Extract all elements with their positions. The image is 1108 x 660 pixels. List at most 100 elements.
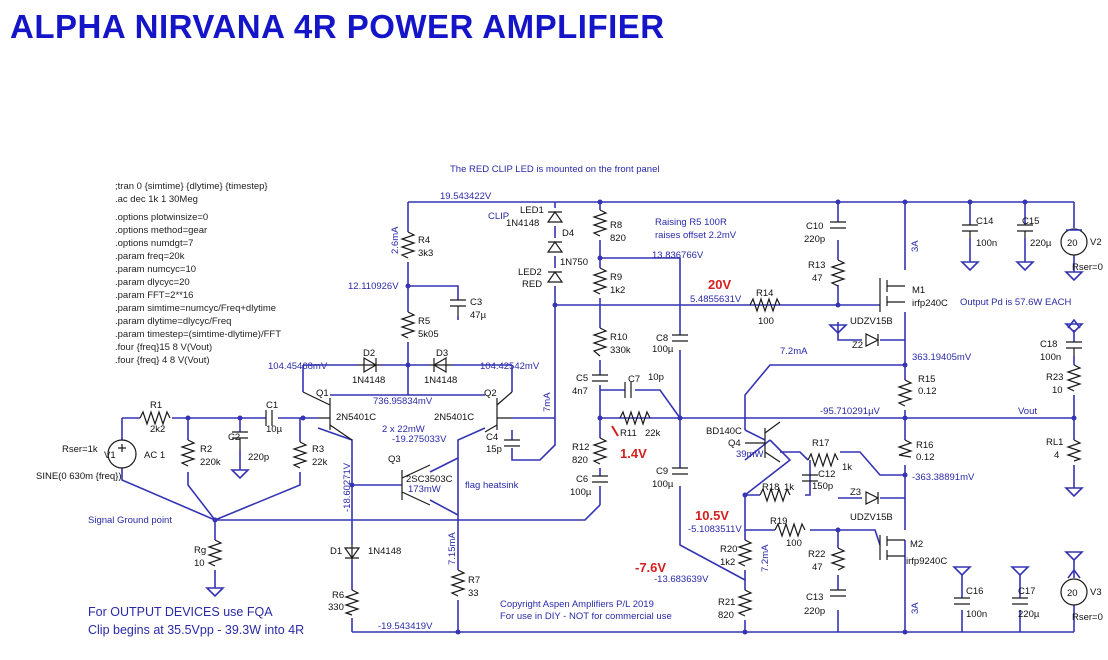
q3-body bbox=[401, 464, 431, 506]
value-c2: 220p bbox=[248, 452, 269, 463]
directive: .options numdgt=7 bbox=[115, 238, 193, 249]
r2-resistor bbox=[180, 439, 196, 467]
v-node: -363.38891mV bbox=[912, 472, 975, 483]
r3-resistor bbox=[292, 441, 308, 469]
c12-capacitor bbox=[802, 474, 818, 482]
value-r13: 47 bbox=[812, 273, 823, 284]
r15-resistor bbox=[897, 379, 913, 407]
r22-resistor bbox=[830, 547, 846, 571]
v-node: -5.1083511V bbox=[688, 524, 742, 535]
value-r10: 330k bbox=[610, 345, 631, 356]
label-c16: C16 bbox=[966, 586, 983, 597]
annotation-10-5v: 10.5V bbox=[695, 508, 729, 523]
note-red-clip: The RED CLIP LED is mounted on the front… bbox=[450, 164, 659, 175]
v2-source bbox=[1060, 228, 1088, 256]
r6-resistor bbox=[344, 589, 360, 616]
c13-capacitor bbox=[830, 589, 846, 597]
value-r17: 1k bbox=[842, 462, 852, 473]
label-led1: LED1 bbox=[520, 205, 544, 216]
note-output-devices: For OUTPUT DEVICES use FQA bbox=[88, 605, 273, 619]
node-vout: Vout bbox=[1018, 406, 1037, 417]
r1-resistor bbox=[139, 410, 171, 426]
label-c4: C4 bbox=[486, 432, 498, 443]
c5-capacitor bbox=[592, 374, 608, 382]
label-c10: C10 bbox=[806, 221, 823, 232]
label-d1: D1 bbox=[330, 546, 342, 557]
v1-source bbox=[107, 439, 137, 469]
i-label: 2.6mA bbox=[390, 226, 401, 254]
label-r14: R14 bbox=[756, 288, 773, 299]
value-q1: 2N5401C bbox=[336, 412, 376, 423]
value-r3: 22k bbox=[312, 457, 328, 468]
label-v2: V2 bbox=[1090, 237, 1102, 248]
value-c12: 150p bbox=[812, 481, 833, 492]
sine-v1: SINE(0 630m {freq}) bbox=[36, 471, 122, 482]
note-output-pd: Output Pd is 57.6W EACH bbox=[960, 297, 1072, 308]
annotation-neg7-6v: -7.6V bbox=[635, 560, 666, 575]
value-c18: 100n bbox=[1040, 352, 1061, 363]
c17-capacitor bbox=[1012, 597, 1028, 605]
label-r8: R8 bbox=[610, 220, 622, 231]
label-r22: R22 bbox=[808, 549, 825, 560]
wires bbox=[121, 201, 1075, 633]
value-led2: RED bbox=[522, 279, 542, 290]
rser-v2: Rser=0 bbox=[1072, 262, 1103, 273]
value-r11: 22k bbox=[645, 428, 661, 439]
note-flag-heatsink: flag heatsink bbox=[465, 480, 519, 491]
label-c15: C15 bbox=[1022, 216, 1039, 227]
label-m1: M1 bbox=[912, 285, 925, 296]
value-r23: 10 bbox=[1052, 385, 1063, 396]
directive: .options method=gear bbox=[115, 225, 207, 236]
directive: .param timestep=(simtime-dlytime)/FFT bbox=[115, 329, 281, 340]
value-rl1: 4 bbox=[1054, 450, 1059, 461]
value-d4: 1N750 bbox=[560, 257, 588, 268]
note-diy: For use in DIY - NOT for commercial use bbox=[500, 611, 672, 622]
value-q4: BD140C bbox=[706, 426, 742, 437]
r17-resistor bbox=[807, 452, 839, 468]
v-node: -13.683639V bbox=[654, 574, 709, 585]
directive: .param freq=20k bbox=[115, 251, 185, 262]
value-v3: 20 bbox=[1067, 588, 1078, 599]
value-m2: irfp9240C bbox=[906, 556, 947, 567]
annotation-1-4v: 1.4V bbox=[620, 446, 647, 461]
value-m1: irfp240C bbox=[912, 298, 948, 309]
v-node: -95.710291µV bbox=[820, 406, 881, 417]
r4-resistor bbox=[400, 231, 416, 259]
r14-resistor bbox=[749, 297, 781, 313]
r23-resistor bbox=[1066, 364, 1082, 392]
resistors bbox=[139, 209, 1082, 617]
r21-resistor bbox=[737, 589, 753, 617]
value-c6: 100µ bbox=[570, 487, 592, 498]
note-raising-r5-2: raises offset 2.2mV bbox=[655, 230, 737, 241]
r8-resistor bbox=[592, 209, 608, 237]
r7-resistor bbox=[450, 569, 466, 597]
value-v2: 20 bbox=[1067, 238, 1078, 249]
label-c8: C8 bbox=[656, 333, 668, 344]
component-labels: R1 2k2 R2 220k R3 22k C1 10µ C2 220p V1 … bbox=[36, 205, 1103, 623]
note-clip-begins: Clip begins at 35.5Vpp - 39.3W into 4R bbox=[88, 623, 304, 637]
transistors bbox=[302, 278, 905, 560]
note-signal-ground: Signal Ground point bbox=[88, 515, 172, 526]
label-r5: R5 bbox=[418, 316, 430, 327]
i-label: 3A bbox=[910, 602, 921, 614]
v-node: 13.836766V bbox=[652, 250, 704, 261]
value-c4: 15p bbox=[486, 444, 502, 455]
c15-capacitor bbox=[1017, 224, 1033, 238]
directive: .options plotwinsize=0 bbox=[115, 212, 208, 223]
label-c3: C3 bbox=[470, 297, 482, 308]
value-z3: UDZV15B bbox=[850, 512, 893, 523]
label-r15: R15 bbox=[918, 374, 935, 385]
value-c17: 220µ bbox=[1018, 609, 1040, 620]
label-c5: C5 bbox=[576, 373, 588, 384]
note-copyright: Copyright Aspen Amplifiers P/L 2019 bbox=[500, 599, 654, 610]
v-node: 363.19405mV bbox=[912, 352, 972, 363]
label-d2: D2 bbox=[363, 348, 375, 359]
currents: 2.6mA 7mA 7.15mA 7.2mA 7.2mA 3A 3A 2 x 2… bbox=[382, 226, 921, 614]
c2-capacitor bbox=[232, 431, 248, 450]
value-c14: 100n bbox=[976, 238, 997, 249]
label-r4: R4 bbox=[418, 235, 430, 246]
value-c13: 220p bbox=[804, 606, 825, 617]
value-c8: 100µ bbox=[652, 344, 674, 355]
c16-capacitor bbox=[954, 597, 970, 605]
r20-resistor bbox=[737, 539, 753, 567]
